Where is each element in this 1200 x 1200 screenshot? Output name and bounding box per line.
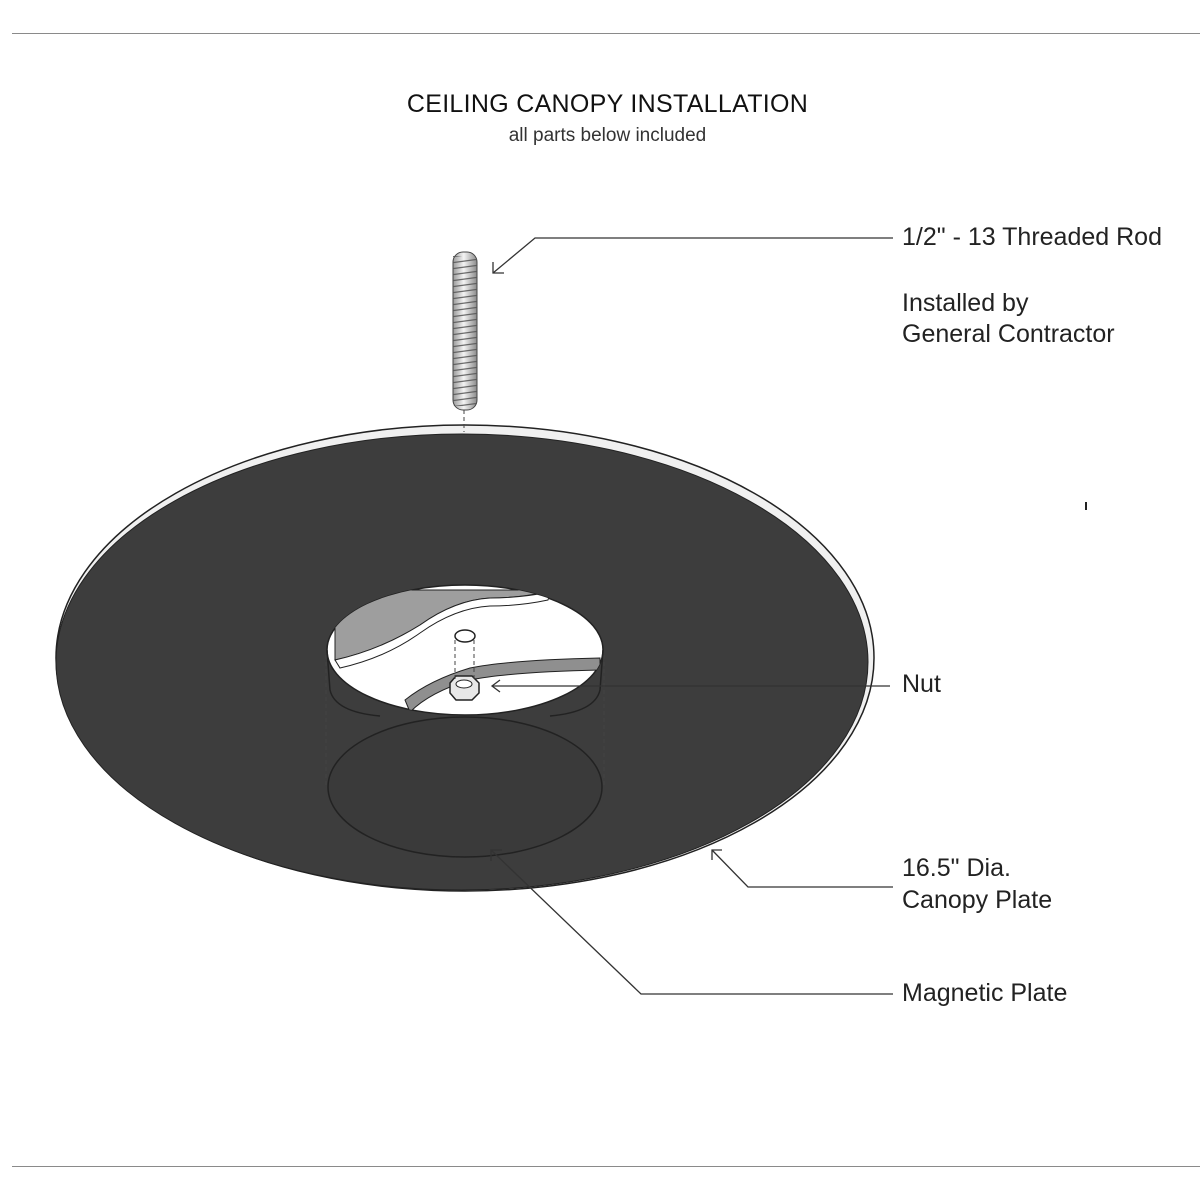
- threaded-rod-leader: [492, 237, 893, 274]
- projection-lines: [325, 410, 605, 785]
- nut-label: Nut: [902, 670, 941, 698]
- magnetic-plate-leader: [490, 849, 893, 995]
- magnetic-plate-label: Magnetic Plate: [902, 979, 1068, 1007]
- canopy-leader: [711, 849, 893, 888]
- hex-nut: [449, 675, 480, 701]
- canopy-plate-label-line2: Canopy Plate: [902, 886, 1053, 914]
- canopy-plate-label-line1: 16.5" Dia.: [902, 854, 1011, 882]
- magnetic-plate: [327, 716, 603, 858]
- title-block: CEILING CANOPY INSTALLATION all parts be…: [0, 90, 1200, 147]
- page-title: CEILING CANOPY INSTALLATION: [406, 90, 809, 118]
- top-rule: [12, 33, 1200, 34]
- installed-by-label-line2: General Contractor: [902, 320, 1115, 348]
- leader-lines: [490, 237, 893, 995]
- threaded-rod: [452, 251, 478, 411]
- installed-by-label-line1: Installed by: [902, 289, 1029, 317]
- center-opening: [326, 584, 604, 717]
- page-subtitle: all parts below included: [508, 125, 707, 146]
- threaded-rod-label: 1/2" - 13 Threaded Rod: [902, 223, 1162, 251]
- bottom-rule: [12, 1166, 1200, 1167]
